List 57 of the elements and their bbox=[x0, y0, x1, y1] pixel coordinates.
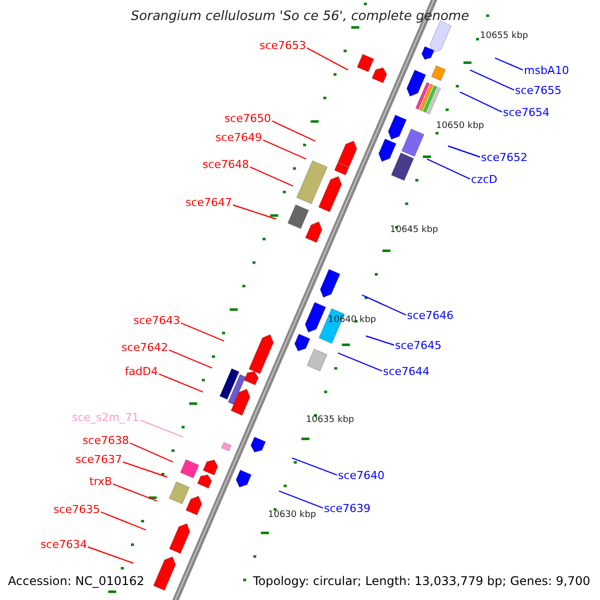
gene-label: sce7646 bbox=[407, 309, 454, 322]
leader-line bbox=[362, 294, 406, 316]
gene-label: sce7649 bbox=[215, 131, 262, 144]
leader-line bbox=[100, 511, 146, 531]
gene-label: sce7644 bbox=[383, 365, 430, 378]
leader-line bbox=[460, 91, 502, 113]
gene-label: sce7652 bbox=[481, 151, 528, 164]
gene-label: sce7642 bbox=[121, 341, 168, 354]
gene-label: sce7655 bbox=[515, 84, 562, 97]
scale-label: 10635 kbp bbox=[306, 415, 354, 426]
scale-label: 10655 kbp bbox=[480, 31, 528, 42]
leader-line bbox=[470, 69, 514, 91]
gene-label: sce7648 bbox=[202, 158, 249, 171]
gene-label: sce7654 bbox=[503, 106, 550, 119]
accession-text: Accession: NC_010162 bbox=[8, 575, 144, 588]
leader-line bbox=[306, 47, 348, 71]
leader-line bbox=[426, 158, 470, 180]
leader-line bbox=[140, 419, 184, 438]
leader-line bbox=[122, 461, 168, 478]
leader-line bbox=[130, 442, 174, 463]
leader-line bbox=[272, 120, 316, 142]
leader-line bbox=[338, 352, 382, 372]
gene-label: sce7634 bbox=[40, 538, 87, 551]
leader-line bbox=[292, 457, 338, 476]
gene-label: sce7650 bbox=[224, 112, 271, 125]
gene-label: sce7645 bbox=[395, 339, 442, 352]
scale-label: 10630 kbp bbox=[268, 510, 316, 521]
gene-label: sce7638 bbox=[82, 434, 129, 447]
gene-label: sce7637 bbox=[75, 453, 122, 466]
leader-line bbox=[168, 349, 212, 369]
leader-line bbox=[250, 166, 294, 187]
leader-line bbox=[180, 322, 224, 342]
leader-line bbox=[232, 204, 276, 220]
gene-label: fadD4 bbox=[124, 365, 158, 378]
leader-line bbox=[494, 57, 524, 71]
leader-line bbox=[88, 546, 134, 564]
scale-label: 10640 kbp bbox=[328, 315, 376, 326]
leader-line bbox=[262, 139, 306, 160]
scale-label: 10650 kbp bbox=[436, 121, 484, 132]
gene-label: sce7640 bbox=[338, 469, 385, 482]
gene-label: sce_s2m_71 bbox=[72, 411, 139, 424]
scale-label: 10645 kbp bbox=[390, 225, 438, 236]
gene-label: sce7635 bbox=[53, 503, 100, 516]
gene-label: sce7643 bbox=[133, 314, 180, 327]
gene-label: msbA10 bbox=[524, 64, 569, 77]
leader-line bbox=[112, 483, 158, 502]
leader-line bbox=[366, 335, 394, 346]
gene-label: czcD bbox=[471, 173, 498, 186]
gene-label: trxB bbox=[89, 475, 112, 488]
title: Sorangium cellulosum 'So ce 56', complete genome bbox=[130, 9, 470, 24]
genome-summary-text: Topology: circular; Length: 13,033,779 bp; Genes: 9,700 bbox=[253, 575, 590, 588]
leader-line bbox=[278, 490, 324, 509]
leader-line bbox=[158, 373, 204, 393]
leader-line bbox=[448, 145, 480, 158]
gene-label: sce7653 bbox=[259, 39, 306, 52]
gene-label: sce7647 bbox=[185, 196, 232, 209]
gene-label: sce7639 bbox=[324, 502, 371, 515]
